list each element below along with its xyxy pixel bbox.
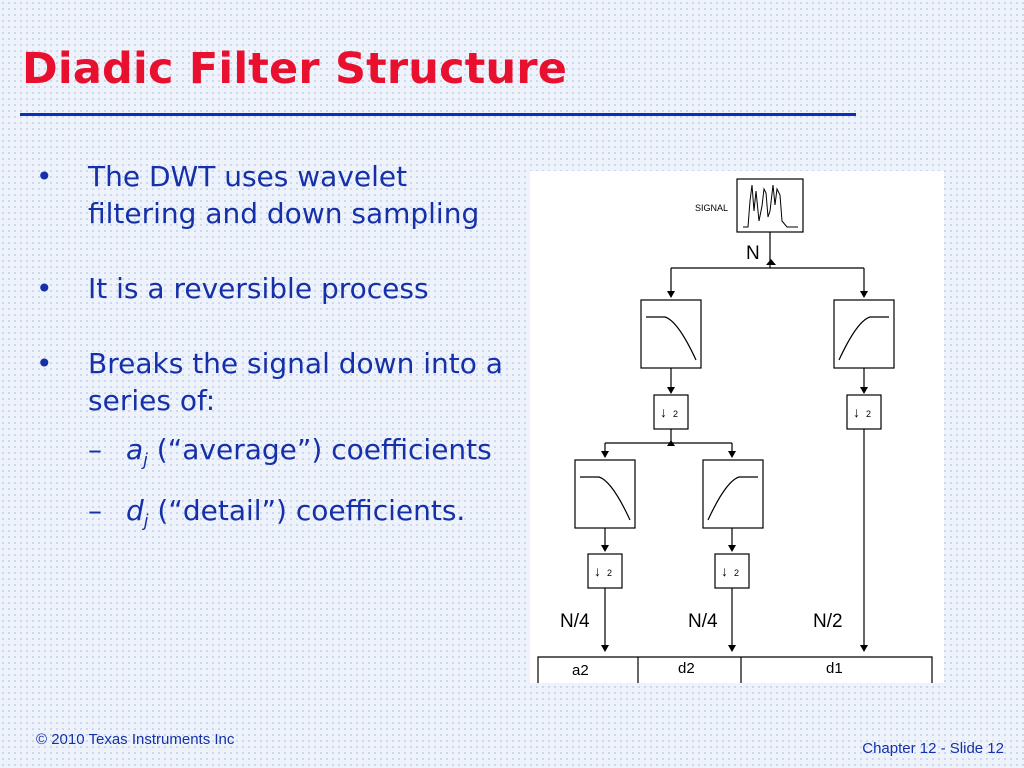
sub-bullet-detail: – dj (“detail”) coefficients. <box>88 492 506 541</box>
sub-bullet-text: (“detail”) coefficients. <box>148 493 466 527</box>
size-label-n: N <box>746 243 760 264</box>
diagram-svg: SIGNAL N ↓ 2 ↓ 2 <box>537 178 933 683</box>
segment-d1: d1 <box>826 660 843 677</box>
title-underline <box>20 113 856 116</box>
downsample-icon: ↓ <box>721 563 728 579</box>
bullet-text: The DWT uses wavelet filtering and down … <box>88 160 480 230</box>
lowpass-filter-box <box>640 299 702 369</box>
bullet-item: • It is a reversible process <box>36 270 506 307</box>
bullet-text: It is a reversible process <box>88 272 429 305</box>
highpass-filter-icon <box>838 316 889 361</box>
bullet-glyph: • <box>36 272 53 305</box>
size-label-a2: N/4 <box>560 611 590 632</box>
sub-bullet-average: – aj (“average”) coefficients <box>88 431 506 480</box>
bullet-glyph: • <box>36 347 53 380</box>
size-label-d1: N/2 <box>813 611 843 632</box>
lowpass-filter-box <box>574 459 636 529</box>
downsample-icon: ↓ <box>660 404 667 420</box>
signal-label: SIGNAL <box>695 203 728 213</box>
split-arrow-icon <box>766 259 776 265</box>
symbol-letter: d <box>126 493 144 527</box>
symbol-subscript: j <box>143 511 149 532</box>
bullet-glyph: • <box>36 160 53 193</box>
sub-bullet-list: – aj (“average”) coefficients – dj (“det… <box>88 431 506 540</box>
segment-a2: a2 <box>572 662 589 679</box>
bullet-item: • Breaks the signal down into a series o… <box>36 345 506 540</box>
slide-title: Diadic Filter Structure <box>22 44 568 94</box>
footer-slide-number: Chapter 12 - Slide 12 <box>862 740 1004 757</box>
downsample-factor: 2 <box>673 409 678 419</box>
downsample-factor: 2 <box>607 568 612 578</box>
highpass-filter-icon <box>707 476 758 521</box>
coefficient-symbol: dj <box>126 493 149 532</box>
downsample-icon: ↓ <box>594 563 601 579</box>
symbol-subscript: j <box>143 450 148 471</box>
bullet-item: • The DWT uses wavelet filtering and dow… <box>36 158 506 232</box>
filter-bank-diagram: SIGNAL N ↓ 2 ↓ 2 <box>530 171 944 683</box>
downsample-factor: 2 <box>734 568 739 578</box>
segment-d2: d2 <box>678 660 695 677</box>
highpass-filter-box <box>702 459 764 529</box>
lowpass-filter-icon <box>580 476 631 521</box>
lowpass-filter-icon <box>646 316 697 361</box>
bullet-text: Breaks the signal down into a series of: <box>88 347 503 417</box>
footer-copyright: © 2010 Texas Instruments Inc <box>36 731 235 748</box>
coefficient-symbol: aj <box>126 433 148 471</box>
downsample-icon: ↓ <box>853 404 860 420</box>
dash-glyph: – <box>88 433 102 466</box>
highpass-filter-box <box>833 299 895 369</box>
symbol-letter: a <box>126 433 144 466</box>
downsample-factor: 2 <box>866 409 871 419</box>
output-vector <box>537 656 933 683</box>
size-label-d2: N/4 <box>688 611 718 632</box>
dash-glyph: – <box>88 493 102 527</box>
sub-bullet-text: (“average”) coefficients <box>147 433 492 466</box>
signal-waveform-icon <box>743 184 798 228</box>
bullet-list: • The DWT uses wavelet filtering and dow… <box>36 158 506 552</box>
signal-box <box>736 178 804 233</box>
